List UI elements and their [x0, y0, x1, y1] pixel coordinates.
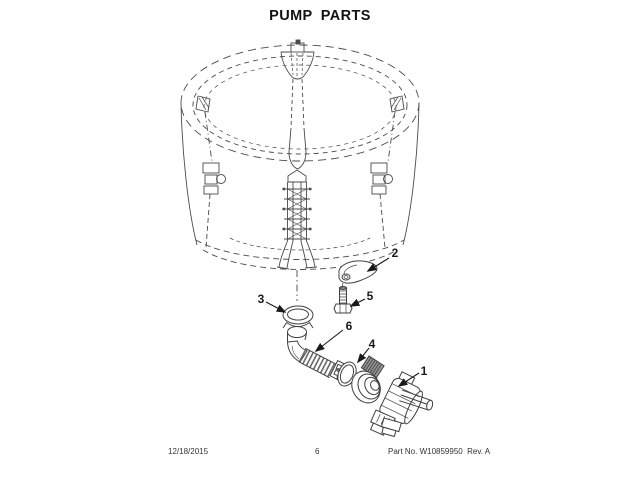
page-title: PUMP PARTS — [269, 8, 371, 24]
tub-top-funnel — [280, 39, 315, 170]
callout-5: 5 — [349, 289, 374, 307]
part-4-hose-clamp — [333, 361, 357, 387]
callout-1-label: 1 — [421, 364, 428, 378]
part-2-bracket — [338, 260, 378, 289]
callout-4: 4 — [356, 337, 376, 364]
callout-3: 3 — [258, 292, 287, 313]
part-5-screw — [333, 286, 353, 314]
pump-outlet — [399, 389, 434, 411]
callout-4-label: 4 — [369, 337, 376, 351]
callout-3-label: 3 — [258, 292, 265, 306]
callout-5-arrow — [349, 298, 366, 307]
part-1-drain-pump — [351, 355, 434, 438]
callout-5-label: 5 — [367, 289, 374, 303]
callout-2-label: 2 — [392, 246, 399, 260]
callout-2: 2 — [366, 246, 399, 272]
callout-3-arrow — [265, 301, 287, 313]
callout-6-arrow — [314, 329, 344, 353]
footer-page-number: 6 — [315, 447, 320, 456]
pump-volute — [351, 370, 381, 404]
callout-4-arrow — [356, 347, 370, 364]
callout-6-label: 6 — [346, 319, 353, 333]
left-suspension-bracket — [195, 95, 226, 249]
callout-2-arrow — [366, 257, 390, 272]
footer-date: 12/18/2015 — [168, 447, 209, 456]
pump-mount-foot — [380, 417, 402, 438]
callout-6: 6 — [314, 319, 353, 353]
footer-part-number: Part No. W10859950 Rev. A — [388, 447, 491, 456]
right-suspension-bracket — [370, 95, 405, 249]
callout-1-arrow — [397, 372, 420, 387]
callout-1: 1 — [397, 364, 428, 387]
center-drive-column — [276, 169, 318, 270]
part-3-seal-ring — [282, 305, 314, 329]
